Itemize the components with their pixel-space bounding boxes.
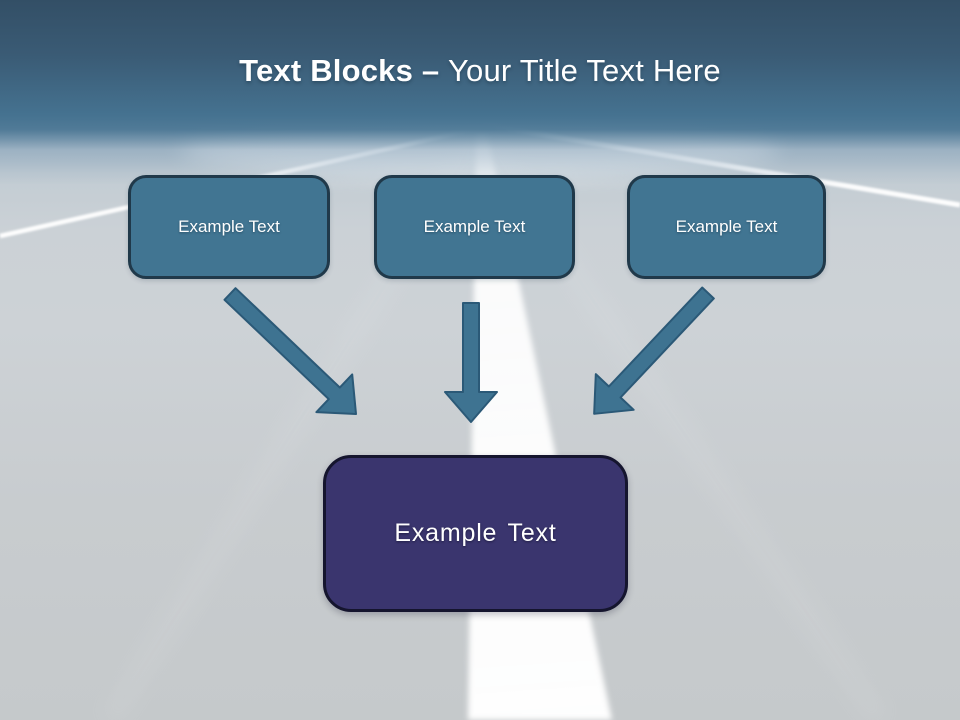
header-band (0, 0, 960, 185)
result-block-label: Example Text (394, 519, 557, 547)
result-block[interactable]: Example Text (323, 455, 628, 612)
text-block-2[interactable]: Example Text (374, 175, 575, 279)
text-block-3[interactable]: Example Text (627, 175, 826, 279)
title-regular-text: Your Title Text Here (448, 53, 721, 88)
title-bold-text: Text Blocks – (239, 53, 440, 88)
text-block-1[interactable]: Example Text (128, 175, 330, 279)
text-block-3-label: Example Text (675, 217, 778, 236)
text-block-2-label: Example Text (423, 217, 526, 236)
text-block-1-label: Example Text (178, 217, 280, 236)
slide-title[interactable]: Text Blocks –Your Title Text Here (0, 53, 960, 89)
